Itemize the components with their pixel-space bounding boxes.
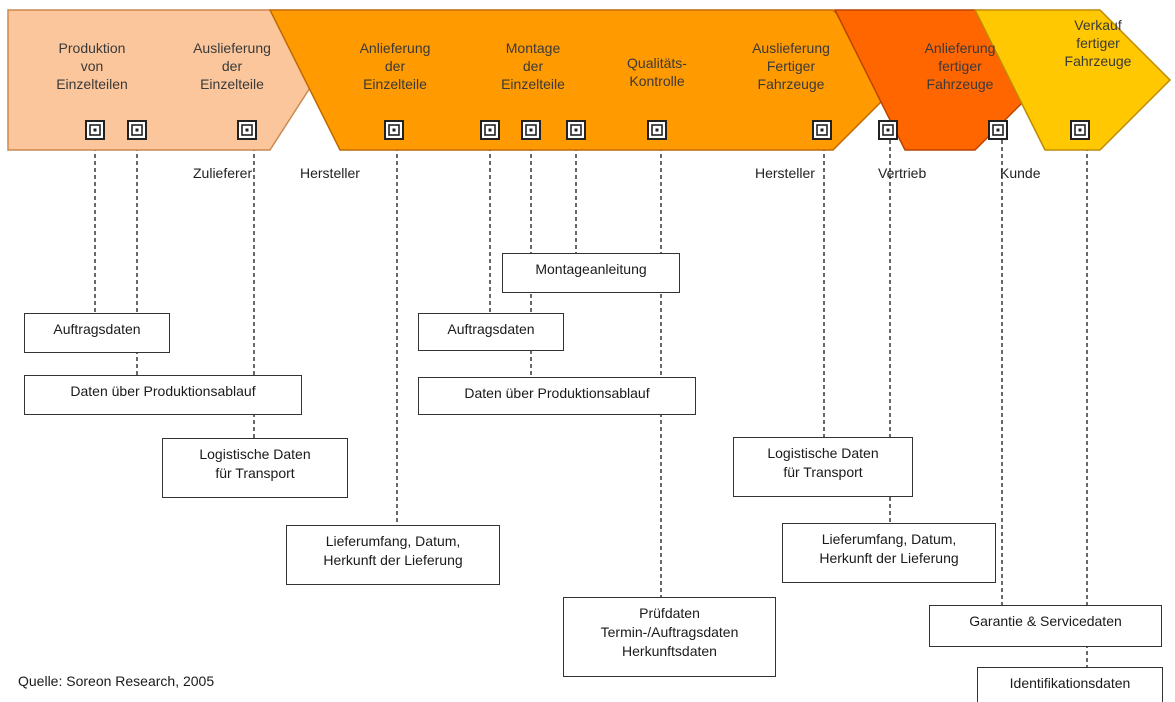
rfid-tag-icon	[647, 120, 667, 140]
data-box-line: Termin-/Auftragsdaten	[600, 624, 739, 640]
rfid-tag-icon	[988, 120, 1008, 140]
data-box: Lieferumfang, Datum, Herkunft der Lieferu…	[286, 525, 500, 585]
data-box-line: Daten über Produktionsablauf	[70, 383, 256, 399]
data-box: Logistische Daten für Transport	[162, 438, 348, 498]
data-box: Logistische Daten für Transport	[733, 437, 913, 497]
chevron-segment-1	[7, 9, 316, 151]
data-box: Garantie & Servicedaten	[929, 605, 1162, 647]
stage-label: Qualitäts-Kontrolle	[627, 55, 687, 89]
rfid-tags	[85, 120, 1090, 140]
data-box-line: Garantie & Servicedaten	[969, 613, 1122, 629]
data-box-line: für Transport	[783, 464, 863, 480]
data-box-line: Identifikationsdaten	[1009, 675, 1131, 691]
rfid-tag-icon	[812, 120, 832, 140]
rfid-tag-icon	[127, 120, 147, 140]
data-box: Daten über Produktionsablauf	[24, 375, 302, 415]
rfid-tag-icon	[566, 120, 586, 140]
data-box-line: Lieferumfang, Datum,	[821, 531, 957, 547]
data-box: Daten über Produktionsablauf	[418, 377, 696, 415]
rfid-tag-icon	[521, 120, 541, 140]
rfid-tag-icon	[237, 120, 257, 140]
data-box: Auftragsdaten	[418, 313, 564, 351]
role-label: Vertrieb	[878, 165, 926, 181]
rfid-tag-icon	[480, 120, 500, 140]
data-box: Auftragsdaten	[24, 313, 170, 353]
data-box-line: Logistische Daten	[199, 446, 311, 462]
data-box: Montageanleitung	[502, 253, 680, 293]
role-labels: Zulieferer Hersteller Hersteller Vertrieb Ku…	[193, 165, 1041, 181]
data-box-line: Auftragsdaten	[447, 321, 535, 337]
source-note: Quelle: Soreon Research, 2005	[18, 673, 215, 689]
data-box-line: Herkunftsdaten	[622, 643, 717, 659]
role-label: Hersteller	[300, 165, 360, 181]
data-box-line: Herkunft der Lieferung	[323, 552, 463, 568]
data-box-line: Herkunft der Lieferung	[819, 550, 959, 566]
rfid-tag-icon	[878, 120, 898, 140]
data-box-line: Logistische Daten	[767, 445, 879, 461]
data-box-line: Prüfdaten	[639, 605, 700, 621]
role-label: Hersteller	[755, 165, 815, 181]
data-box: Identifikationsdaten	[977, 667, 1163, 702]
rfid-tag-icon	[1070, 120, 1090, 140]
chevron-segment-2	[268, 9, 905, 151]
chevron-segment-4	[973, 9, 1172, 151]
process-chevron-band	[7, 9, 1172, 151]
data-box-line: für Transport	[215, 465, 295, 481]
data-box-line: Lieferumfang, Datum,	[325, 533, 461, 549]
data-box-line: Montageanleitung	[535, 261, 647, 277]
data-box-line: Auftragsdaten	[53, 321, 141, 337]
role-label: Zulieferer	[193, 165, 252, 181]
data-box: Lieferumfang, Datum, Herkunft der Lieferu…	[782, 523, 996, 583]
role-label: Kunde	[1000, 165, 1041, 181]
data-box-line: Daten über Produktionsablauf	[464, 385, 650, 401]
rfid-tag-icon	[384, 120, 404, 140]
rfid-tag-icon	[85, 120, 105, 140]
